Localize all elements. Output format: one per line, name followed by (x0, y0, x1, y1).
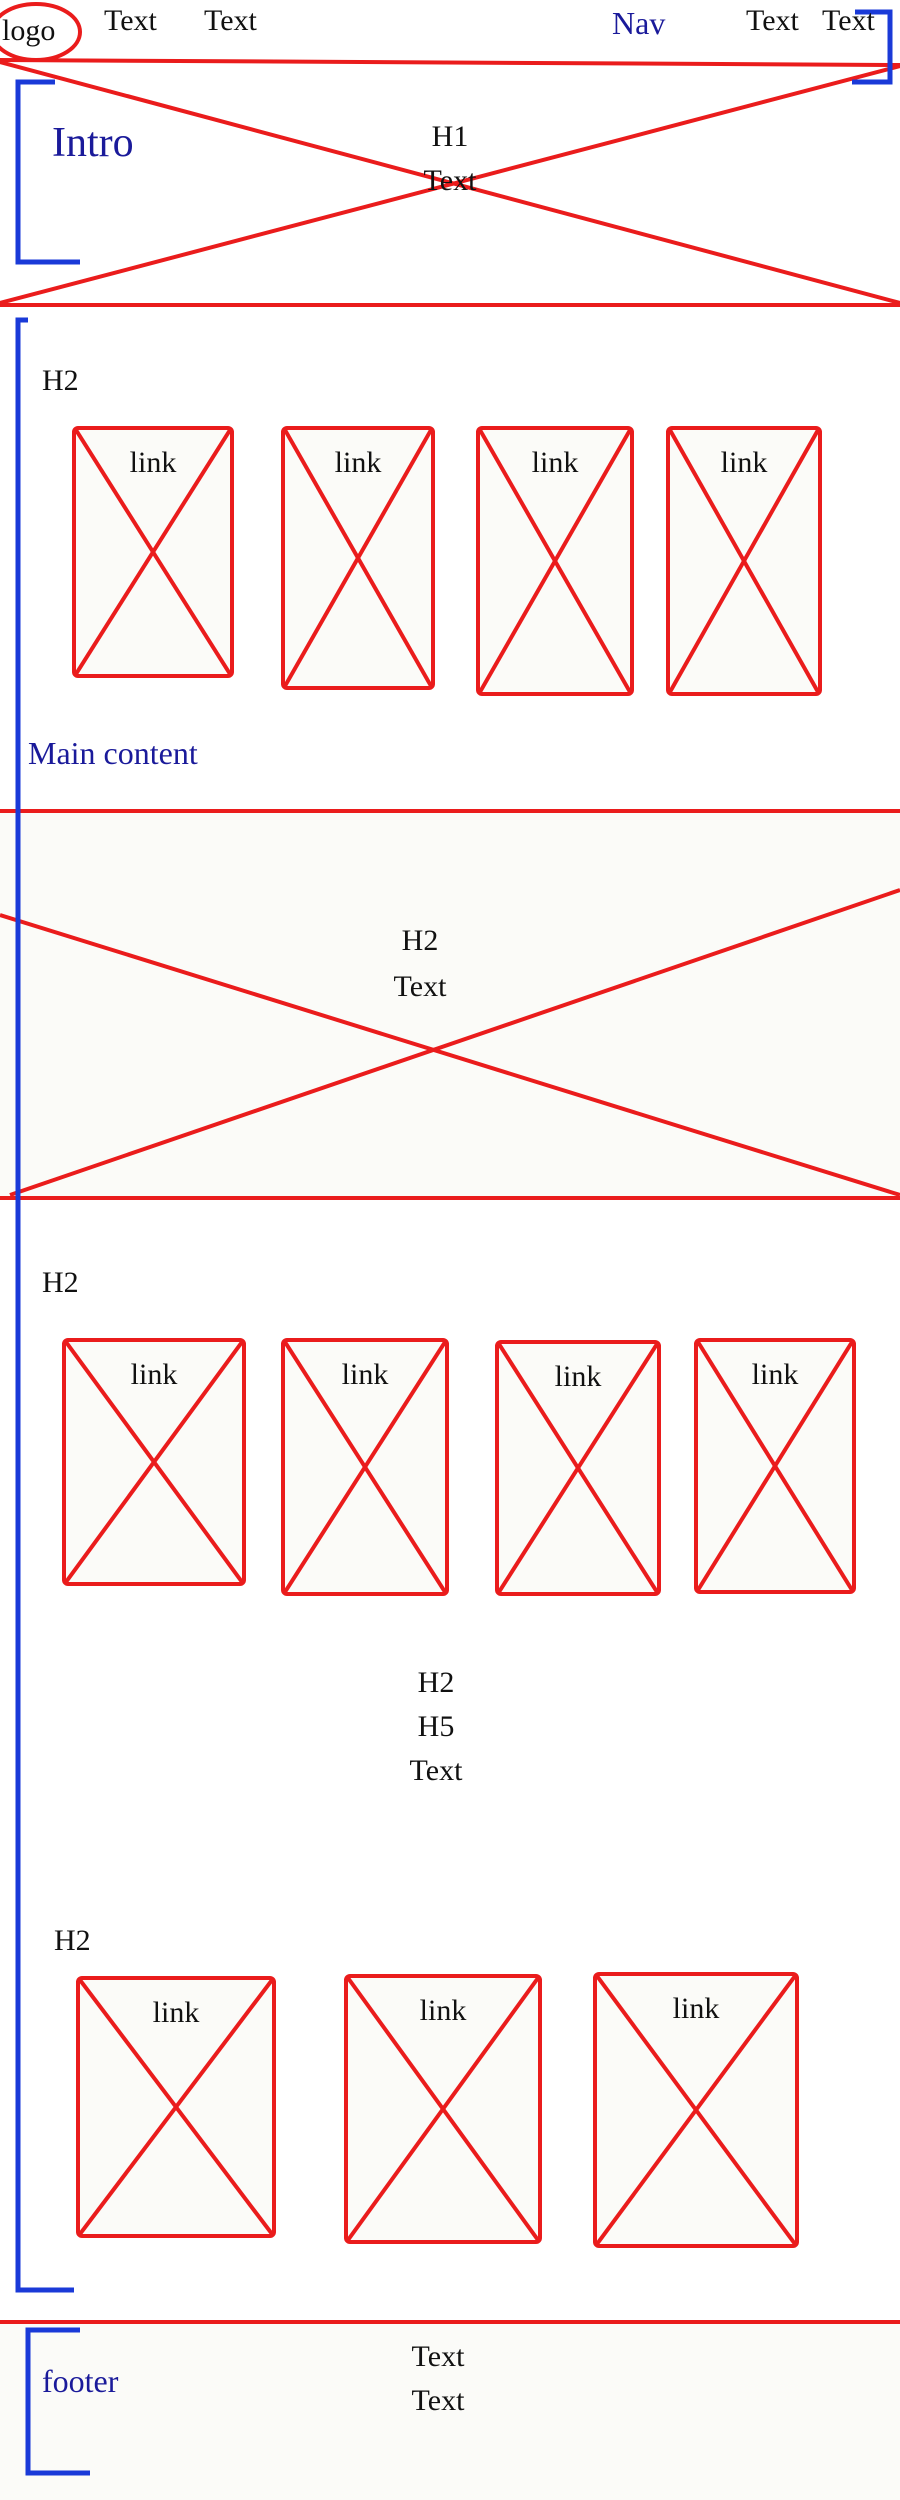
banner-band (0, 811, 900, 1199)
placeholder-x-icon (499, 1344, 657, 1592)
card-link-label[interactable]: link (341, 1358, 389, 1391)
logo[interactable]: logo (2, 14, 56, 47)
card-link-label[interactable]: link (751, 1358, 799, 1391)
placeholder-x-icon (285, 430, 431, 686)
placeholder-x-icon (348, 1978, 538, 2240)
placeholder-x-icon (66, 1342, 242, 1582)
placeholder-x-icon (80, 1980, 272, 2234)
placeholder-x-icon (698, 1342, 852, 1590)
link-card[interactable]: link (344, 1974, 542, 2244)
banner-h2: H2 (401, 924, 439, 957)
section2-h2: H2 (42, 1266, 79, 1299)
middle-h5: H5 (417, 1710, 455, 1743)
section1-h2: H2 (42, 364, 79, 397)
middle-text: Text (409, 1754, 463, 1787)
nav-text-3[interactable]: Text (746, 4, 799, 37)
banner-text: Text (393, 970, 447, 1003)
link-card[interactable]: link (72, 426, 234, 678)
placeholder-x-icon (480, 430, 630, 692)
nav-text-1[interactable]: Text (104, 4, 157, 37)
card-link-label[interactable]: link (554, 1360, 602, 1393)
intro-text: Text (423, 164, 477, 197)
card-link-label[interactable]: link (672, 1992, 720, 2025)
placeholder-x-icon (285, 1342, 445, 1592)
main-content-annotation: Main content (28, 735, 198, 771)
card-link-label[interactable]: link (720, 446, 768, 479)
card-link-label[interactable]: link (531, 446, 579, 479)
placeholder-x-icon (76, 430, 230, 674)
intro-annotation: Intro (52, 120, 134, 166)
footer-annotation: footer (42, 2363, 119, 2399)
card-link-label[interactable]: link (129, 446, 177, 479)
link-card[interactable]: link (495, 1340, 661, 1596)
nav-text-4[interactable]: Text (822, 4, 875, 37)
footer-band (0, 2322, 900, 2500)
link-card[interactable]: link (76, 1976, 276, 2238)
link-card[interactable]: link (694, 1338, 856, 1594)
card-link-label[interactable]: link (334, 446, 382, 479)
card-link-label[interactable]: link (419, 1994, 467, 2027)
link-card[interactable]: link (476, 426, 634, 696)
intro-h1: H1 (431, 120, 469, 153)
link-card[interactable]: link (666, 426, 822, 696)
card-link-label[interactable]: link (130, 1358, 178, 1391)
placeholder-x-icon (597, 1976, 795, 2244)
link-card[interactable]: link (62, 1338, 246, 1586)
nav-annotation: Nav (612, 5, 666, 41)
card-link-label[interactable]: link (152, 1996, 200, 2029)
placeholder-x-icon (670, 430, 818, 692)
link-card[interactable]: link (281, 426, 435, 690)
section3-h2: H2 (54, 1924, 91, 1957)
link-card[interactable]: link (281, 1338, 449, 1596)
nav-text-2[interactable]: Text (204, 4, 257, 37)
link-card[interactable]: link (593, 1972, 799, 2248)
middle-h2: H2 (417, 1666, 455, 1699)
footer-text-1: Text (411, 2340, 465, 2373)
footer-text-2: Text (411, 2384, 465, 2417)
